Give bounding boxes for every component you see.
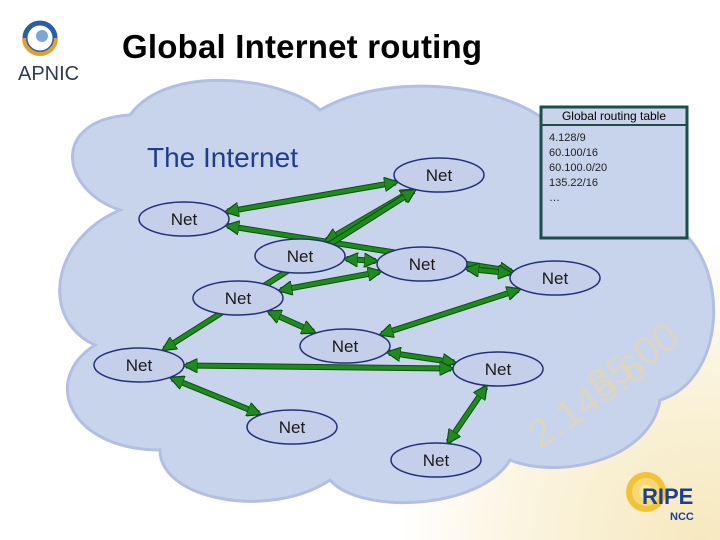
link-arrow: [269, 312, 313, 332]
net-node-shape: [93, 347, 185, 383]
net-node-label: Net: [171, 210, 198, 229]
net-node: Net: [192, 280, 284, 316]
net-node: Net: [376, 246, 468, 282]
net-node: Net: [393, 157, 485, 193]
link-arrow: [281, 272, 380, 290]
net-node: Net: [138, 201, 230, 237]
ripe-ncc-logo: RIPE NCC: [626, 472, 694, 523]
net-node-label: Net: [287, 247, 314, 266]
net-node-label: Net: [225, 289, 252, 308]
net-node-shape: [192, 280, 284, 316]
ncc-text: NCC: [670, 511, 694, 523]
net-node: Net: [452, 351, 544, 387]
routing-entry: 135.22/16: [549, 177, 598, 189]
link-arrow: [448, 387, 485, 441]
routing-table: Global routing table 4.128/9 60.100/16 6…: [539, 105, 689, 240]
ripe-globe-icon: [626, 472, 666, 512]
net-node: Net: [509, 260, 601, 296]
net-node: Net: [254, 238, 346, 274]
link-arrow: [382, 290, 519, 334]
routing-entry: 60.100/16: [549, 147, 598, 159]
link-arrow: [172, 378, 259, 413]
net-node-shape: [376, 246, 468, 282]
net-node-label: Net: [423, 451, 450, 470]
link-arrow: [186, 366, 451, 369]
page-title: Global Internet routing: [122, 28, 483, 65]
net-node: Net: [93, 347, 185, 383]
net-node-label: Net: [279, 418, 306, 437]
routing-entry: 4.128/9: [549, 132, 586, 144]
net-node-label: Net: [126, 356, 153, 375]
net-node-shape: [390, 442, 482, 478]
routing-entry: …: [549, 192, 560, 204]
net-node: Net: [390, 442, 482, 478]
internet-label: The Internet: [147, 142, 298, 173]
net-node-shape: [393, 157, 485, 193]
net-node-shape: [254, 238, 346, 274]
net-node-shape: [246, 409, 338, 445]
routing-table-title: Global routing table: [562, 109, 666, 123]
net-node-label: Net: [426, 166, 453, 185]
link-arrow: [346, 259, 375, 261]
apnic-logo: APNIC: [18, 20, 79, 85]
net-node-shape: [452, 351, 544, 387]
net-node-label: Net: [332, 337, 359, 356]
link-arrow: [467, 269, 509, 273]
net-node: Net: [299, 328, 391, 364]
net-node-shape: [509, 260, 601, 296]
routing-entry: 60.100.0/20: [549, 162, 607, 174]
net-node: Net: [246, 409, 338, 445]
net-node-label: Net: [409, 255, 436, 274]
links: [164, 182, 518, 441]
net-node-shape: [138, 201, 230, 237]
net-node-shape: [299, 328, 391, 364]
apnic-text: APNIC: [18, 63, 79, 85]
net-node-label: Net: [542, 269, 569, 288]
ripe-text: RIPE: [642, 484, 693, 509]
net-node-label: Net: [485, 360, 512, 379]
